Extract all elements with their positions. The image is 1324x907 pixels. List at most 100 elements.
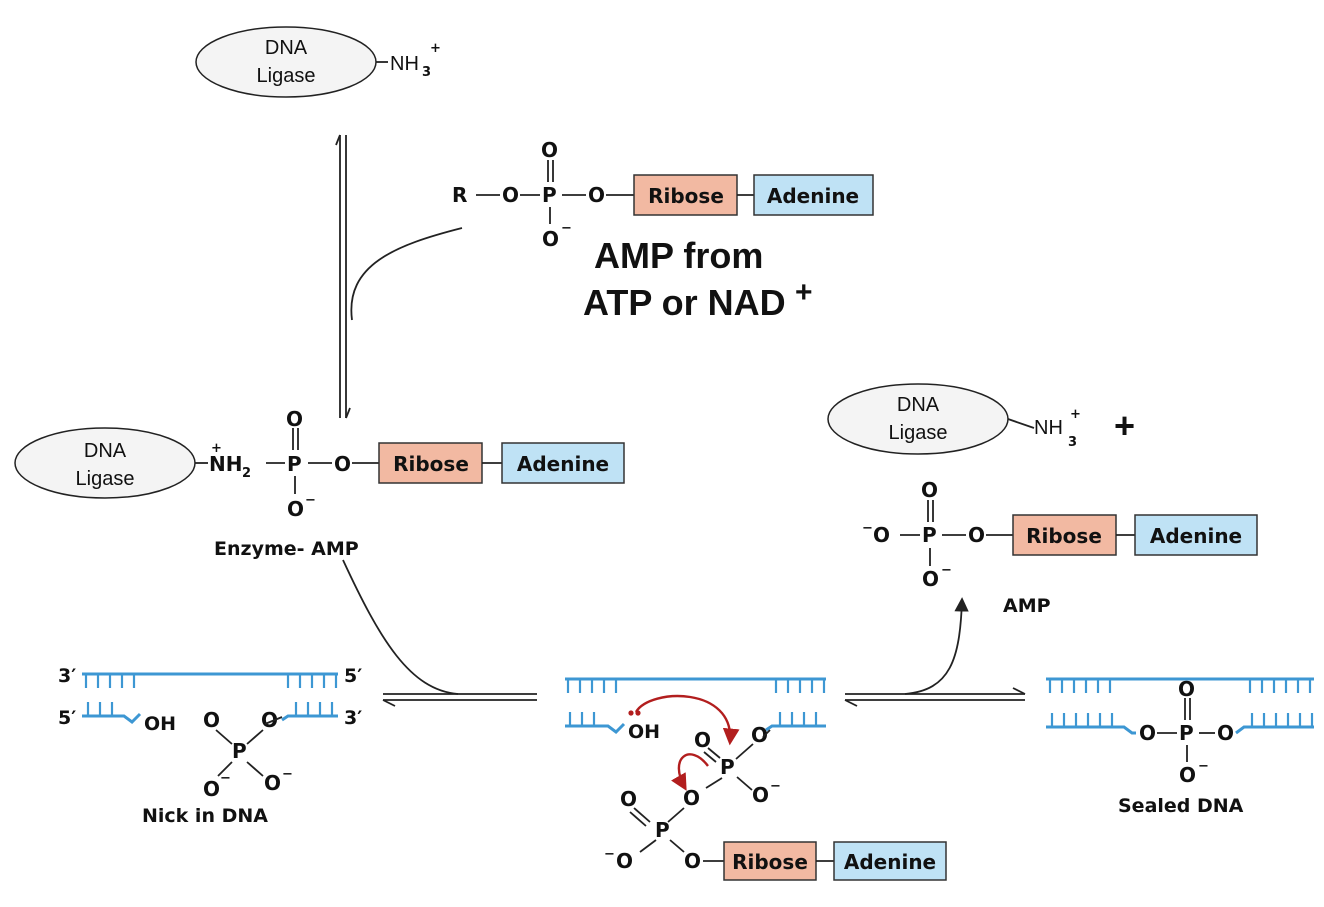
ribose-label: Ribose <box>732 850 808 874</box>
mid-upper-o-minus: O <box>752 783 769 807</box>
nh3-subscript: 3 <box>422 65 431 80</box>
ligase-label-ligase: Ligase <box>889 422 948 444</box>
mid-lower-oxo: O <box>620 787 637 811</box>
amp-o-minus-left: O <box>873 523 890 547</box>
amp-o: O <box>968 523 985 547</box>
ligase-label-ligase: Ligase <box>76 468 135 490</box>
enzyme-amp-o-minus: O <box>287 497 304 521</box>
ligase-label-dna: DNA <box>897 394 940 416</box>
sealed-oxo: O <box>1178 677 1195 701</box>
nh3-label: NH <box>1034 417 1063 439</box>
nh2-charge: + <box>211 441 222 456</box>
nick-o-right: O <box>261 708 278 732</box>
adenylated-intermediate: OH O P O O − O P O O − O Ribose Ade <box>565 677 947 881</box>
nick-bottom-5prime: 5′ <box>58 707 76 729</box>
amp-from-title: AMP from <box>594 235 763 276</box>
donor-oxo: O <box>541 138 558 162</box>
adenine-box <box>833 841 947 881</box>
amp-donor-molecule: R O P O O − O Ribose Adenine <box>452 138 874 251</box>
nh3-label: NH <box>390 53 419 75</box>
mid-lower-o-minus: O <box>616 849 633 873</box>
sealed-o-minus-charge: − <box>1198 759 1209 774</box>
nick-o-left: O <box>203 708 220 732</box>
enzyme-amp-intermediate: DNA Ligase NH 2 + P O O − O Ribose Adeni… <box>14 407 625 560</box>
donor-o-minus-charge: − <box>561 221 572 236</box>
sealed-top-ticks <box>1048 679 1312 693</box>
nick-top-ticks <box>84 674 338 688</box>
adenine-box <box>1134 514 1258 556</box>
leaving-group-arrow <box>671 753 709 791</box>
nick-caption: Nick in DNA <box>142 805 268 827</box>
adenine-label: Adenine <box>1150 524 1242 548</box>
nick-oh: OH <box>144 713 176 735</box>
nick-bottom-3prime: 3′ <box>344 707 362 729</box>
sealed-dna: O P O O O − Sealed DNA <box>1046 677 1314 817</box>
mid-bottom-ticks <box>568 712 818 726</box>
nick-o-minus-right-charge: − <box>282 767 293 782</box>
mid-upper-p: P <box>720 755 735 779</box>
amp-donor-curved-arrow <box>350 227 463 321</box>
mid-lower-o: O <box>684 849 701 873</box>
ligase-released: DNA Ligase NH 3 + + <box>827 383 1135 455</box>
nucleophilic-attack-arrow <box>634 694 740 746</box>
ribose-label: Ribose <box>648 184 724 208</box>
enzyme-amp-o-minus-charge: − <box>305 493 316 508</box>
amp-o-minus-bottom: O <box>922 567 939 591</box>
mid-upper-o-minus-charge: − <box>770 779 781 794</box>
enzyme-amp-curved-arrow <box>342 559 459 695</box>
mid-upper-oxo: O <box>694 728 711 752</box>
amp-caption: AMP <box>1003 595 1051 617</box>
sealed-caption: Sealed DNA <box>1118 795 1244 817</box>
donor-p: P <box>542 183 557 207</box>
ligase-label-dna: DNA <box>265 37 308 59</box>
nick-o-minus-left: O <box>203 777 220 801</box>
ribose-box <box>723 841 817 881</box>
nick-o-minus-left-charge: − <box>220 771 231 786</box>
nick-top-3prime: 3′ <box>58 665 76 687</box>
sealed-o-minus: O <box>1179 763 1196 787</box>
left-equilibrium-arrow <box>382 693 537 707</box>
plus-sign: + <box>1114 405 1135 446</box>
right-equilibrium-arrow <box>844 687 1026 707</box>
adenine-box <box>753 174 874 216</box>
adenine-box <box>501 442 625 484</box>
amp-o-minus-bottom-charge: − <box>941 563 952 578</box>
adenine-label: Adenine <box>767 184 859 208</box>
adenine-label: Adenine <box>844 850 936 874</box>
amp-oxo: O <box>921 478 938 502</box>
ribose-box <box>633 174 738 216</box>
nh3-charge: + <box>1070 407 1081 422</box>
atp-or-nad-title: ATP or NAD <box>583 282 786 323</box>
amp-p: P <box>922 523 937 547</box>
donor-o1: O <box>502 183 519 207</box>
enzyme-amp-p: P <box>287 452 302 476</box>
donor-o2: O <box>588 183 605 207</box>
nh2-subscript: 2 <box>242 466 251 481</box>
mid-upper-o-right: O <box>751 723 768 747</box>
vertical-equilibrium-arrow <box>335 134 351 419</box>
nad-plus-charge: + <box>795 276 813 309</box>
sealed-o-right: O <box>1217 721 1234 745</box>
mid-oh: OH <box>628 721 660 743</box>
amp-release-arrow <box>904 597 969 695</box>
ligase-label-ligase: Ligase <box>257 65 316 87</box>
enzyme-amp-caption: Enzyme- AMP <box>214 538 359 560</box>
adenine-label: Adenine <box>517 452 609 476</box>
nh2-label: NH <box>209 452 242 476</box>
nick-o-minus-right: O <box>264 771 281 795</box>
ribose-box <box>378 442 483 484</box>
amp-o-minus-left-charge: − <box>862 521 873 536</box>
ligase-label-dna: DNA <box>84 440 127 462</box>
enzyme-amp-oxo: O <box>286 407 303 431</box>
nick-in-dna: 3′ 5′ 5′ OH 3′ O O P O − O − Nick in DNA <box>58 665 362 827</box>
lone-pair-dot <box>628 710 634 716</box>
ligase-top: DNA Ligase NH 3 + <box>195 26 441 98</box>
sealed-o-left: O <box>1139 721 1156 745</box>
released-amp: − O P O O − O Ribose Adenine AMP <box>862 478 1258 617</box>
nh3-charge: + <box>430 41 441 56</box>
ribose-label: Ribose <box>1026 524 1102 548</box>
nick-top-5prime: 5′ <box>344 665 362 687</box>
mid-bridge-o: O <box>683 786 700 810</box>
nick-p: P <box>232 739 247 763</box>
